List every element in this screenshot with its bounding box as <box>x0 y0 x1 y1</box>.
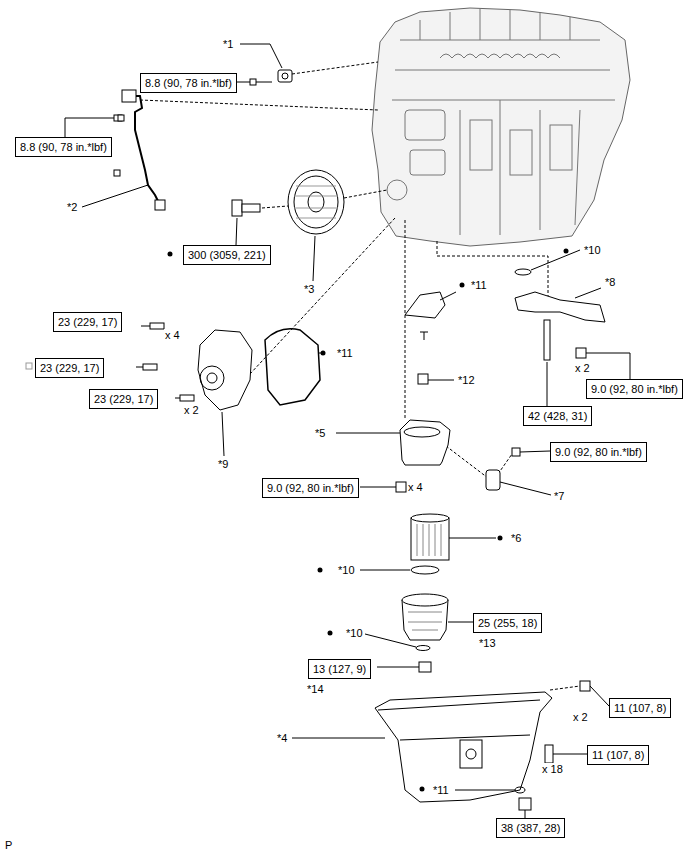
torque-value: 25 (255, 18) <box>478 617 537 629</box>
torque-box: 38 (387, 28) <box>496 818 565 838</box>
torque-box: 13 (127, 9) <box>308 659 371 679</box>
callout-number: *13 <box>478 637 497 650</box>
torque-value: 42 (428, 31) <box>528 410 587 422</box>
torque-box: 42 (428, 31) <box>523 406 592 426</box>
text-label: x 2 <box>572 711 589 724</box>
torque-box: 23 (229, 17) <box>89 389 158 409</box>
text-label: x 2 <box>574 362 591 375</box>
torque-value: 9.0 (92, 80 in.*lbf) <box>591 383 678 395</box>
callout-number: *6 <box>510 532 522 545</box>
callout-number: *1 <box>222 38 234 51</box>
callout-number: *11 <box>432 784 450 797</box>
callout-number: *11 <box>470 279 488 292</box>
callout-number: *3 <box>303 283 315 296</box>
torque-box: 300 (3059, 221) <box>183 245 271 265</box>
text-label: x 2 <box>183 404 200 417</box>
callout-number: *4 <box>276 732 288 745</box>
torque-value: 8.8 (90, 78 in.*lbf) <box>145 77 232 89</box>
torque-box: 23 (229, 17) <box>53 312 122 332</box>
callout-number: *10 <box>337 564 356 577</box>
torque-value: 38 (387, 28) <box>501 822 560 834</box>
callout-number: *10 <box>345 627 364 640</box>
torque-box: 25 (255, 18) <box>473 613 542 633</box>
callout-number: *14 <box>306 683 325 696</box>
callout-number: *2 <box>66 201 78 214</box>
callout-number: *8 <box>604 276 616 289</box>
torque-value: 23 (229, 17) <box>40 362 99 374</box>
torque-box: 23 (229, 17) <box>35 358 104 378</box>
torque-box: 11 (107, 8) <box>609 698 671 718</box>
callout-number: *11 <box>336 347 354 360</box>
callout-number: *12 <box>457 374 476 387</box>
torque-box: 8.8 (90, 78 in.*lbf) <box>15 137 112 157</box>
torque-box: 11 (107, 8) <box>587 745 649 765</box>
torque-value: 9.0 (92, 80 in.*lbf) <box>555 446 642 458</box>
torque-box: 9.0 (92, 80 in.*lbf) <box>262 478 359 498</box>
torque-value: 9.0 (92, 80 in.*lbf) <box>267 482 354 494</box>
torque-value: 23 (229, 17) <box>58 316 117 328</box>
callout-number: *7 <box>553 490 565 503</box>
torque-box: 8.8 (90, 78 in.*lbf) <box>140 73 237 93</box>
text-label: P <box>4 839 13 852</box>
text-label: x 18 <box>541 763 564 776</box>
torque-box: 9.0 (92, 80 in.*lbf) <box>586 379 683 399</box>
torque-value: 11 (107, 8) <box>614 702 666 714</box>
callout-number: *10 <box>583 244 602 257</box>
text-label: x 4 <box>407 481 424 494</box>
torque-value: 11 (107, 8) <box>592 749 644 761</box>
torque-value: 300 (3059, 221) <box>188 249 266 261</box>
torque-box: 9.0 (92, 80 in.*lbf) <box>550 442 647 462</box>
torque-value: 23 (229, 17) <box>94 393 153 405</box>
torque-value: 13 (127, 9) <box>313 663 366 675</box>
torque-value: 8.8 (90, 78 in.*lbf) <box>20 141 107 153</box>
text-label: x 4 <box>164 329 181 342</box>
callout-number: *5 <box>314 427 326 440</box>
callout-number: *9 <box>217 458 229 471</box>
